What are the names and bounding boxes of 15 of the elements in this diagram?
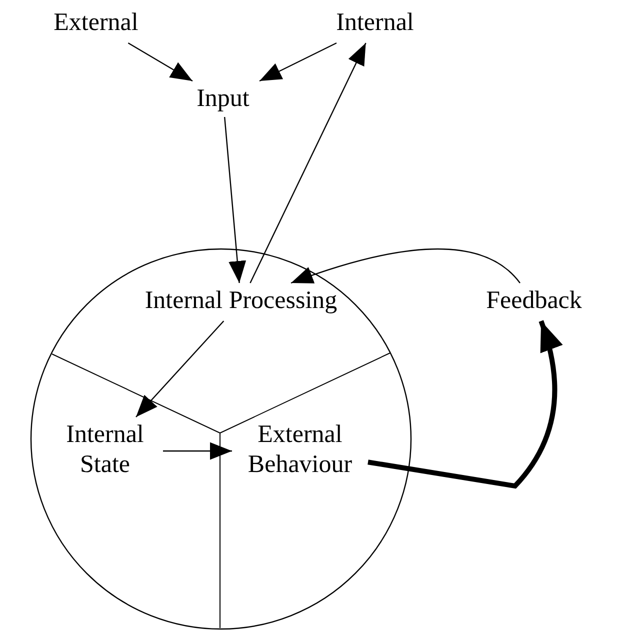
sector-label: External Behaviour xyxy=(246,420,354,480)
arrow xyxy=(128,42,193,82)
arrow xyxy=(368,320,562,488)
arrow xyxy=(163,442,232,460)
sector-label: Internal Processing xyxy=(144,286,338,316)
sector-label: Internal State xyxy=(65,420,145,480)
arrow xyxy=(259,42,337,82)
label-text: Input xyxy=(196,84,250,114)
label-text: Feedback xyxy=(485,286,583,316)
arrow xyxy=(250,42,366,284)
label-text: External xyxy=(52,8,140,38)
arrow xyxy=(290,248,520,284)
arrow xyxy=(224,116,246,284)
label-text: Internal xyxy=(335,8,415,38)
arrow xyxy=(136,320,224,418)
